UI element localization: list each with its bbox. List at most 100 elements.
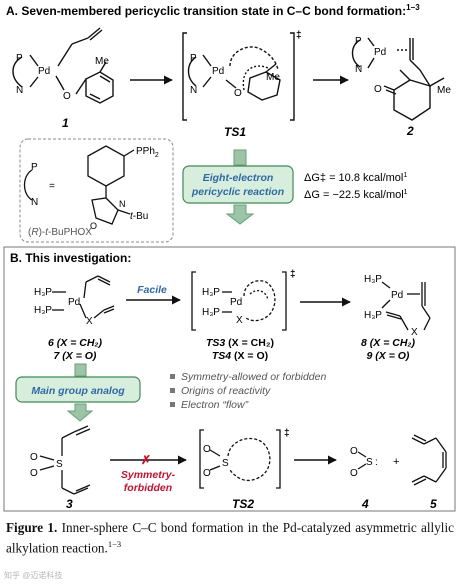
atom-o-4a: O <box>350 446 358 457</box>
ts1-atom-o: O <box>234 88 242 99</box>
c2-atom-p: P <box>355 36 362 47</box>
ts1-atom-pd: Pd <box>212 66 224 77</box>
atom-o-4b: O <box>350 468 358 479</box>
atom-pd-6: Pd <box>68 297 80 308</box>
h3p-bottom-8: H₃P <box>364 310 382 321</box>
h3p-bottom-6: H₃P <box>34 305 52 316</box>
ts2-structure <box>199 429 281 489</box>
watermark: 知乎 @迈诺科技 <box>4 571 63 580</box>
ligand-structure <box>23 145 135 225</box>
compound-6-label: 6 (X = CH₂) <box>48 337 102 349</box>
h3p-top-ts3: H₃P <box>202 287 220 298</box>
lone-pair-4-icon: : <box>375 457 378 468</box>
atom-x-8: X <box>411 327 418 338</box>
compound-3-label: 3 <box>66 497 73 511</box>
ligand-atom-p: P <box>31 162 38 173</box>
bullet-1: Symmetry-allowed or forbidden <box>181 371 326 383</box>
h3p-top-6: H₃P <box>34 287 52 298</box>
h3p-top-8: H₃P <box>364 274 382 285</box>
caption-prefix: Figure 1. <box>6 520 58 535</box>
compound-6-structure <box>52 275 115 319</box>
main-group-box <box>15 376 141 403</box>
compound-2-structure <box>351 37 445 121</box>
main-group-label: Main group analog <box>31 385 125 397</box>
atom-p: P <box>16 53 23 64</box>
c2-atom-me: Me <box>437 85 451 96</box>
double-dagger-ts2: ‡ <box>284 428 290 439</box>
caption-text: Inner-sphere C–C bond formation in the P… <box>6 520 454 556</box>
ts1-atom-n: N <box>190 85 197 96</box>
main-group-arrow-down <box>66 403 94 422</box>
atom-o-3a: O <box>30 452 38 463</box>
callout-arrow-down <box>225 204 255 225</box>
activation-energy: ΔG‡ = 10.8 kcal/mol1 <box>304 172 407 184</box>
ts2-label: TS2 <box>232 497 254 511</box>
ts1-structure <box>182 32 295 121</box>
ligand-pph2: PPh2 <box>136 146 159 159</box>
c2-atom-o: O <box>374 84 382 95</box>
bullet-3-icon <box>170 402 175 407</box>
atom-o-ts2a: O <box>203 444 211 455</box>
atom-pd-ts3: Pd <box>230 297 242 308</box>
bullet-2-icon <box>170 388 175 393</box>
ts4-label: TS4 (X = O) <box>212 350 268 362</box>
facile-label: Facile <box>137 284 167 296</box>
forbidden-line-2: forbidden <box>124 482 172 494</box>
c2-atom-pd: Pd <box>374 47 386 58</box>
reaction-energy: ΔG = −22.5 kcal/mol1 <box>304 189 408 201</box>
compound-9-label: 9 (X = O) <box>367 350 410 362</box>
compound-1-structure <box>12 27 114 104</box>
ts1-label: TS1 <box>224 125 246 139</box>
ligand-atom-n2: N <box>119 199 126 209</box>
atom-s-3: S <box>56 459 63 470</box>
forbidden-x-icon: ✗ <box>141 453 151 467</box>
ligand-name: (R)-t-BuPHOX <box>28 227 92 238</box>
bullet-2: Origins of reactivity <box>181 385 271 397</box>
callout-line-1: Eight-electron <box>203 172 274 184</box>
compound-4-label: 4 <box>361 497 369 511</box>
atom-pd: Pd <box>38 66 50 77</box>
atom-s-ts2: S <box>222 458 229 469</box>
panel-b-frame <box>3 246 456 512</box>
c2-atom-n: N <box>355 64 362 75</box>
bullet-3: Electron “flow” <box>181 399 249 411</box>
compound-1-label: 1 <box>62 116 69 130</box>
ts3-structure <box>191 271 287 331</box>
atom-pd-8: Pd <box>391 290 403 301</box>
ligand-equals: = <box>49 181 55 192</box>
plus-sign: + <box>393 456 399 468</box>
ligand-atom-n: N <box>31 197 38 208</box>
forbidden-line-1: Symmetry- <box>121 469 176 481</box>
compound-8-structure <box>381 281 431 331</box>
atom-x-ts3: X <box>236 315 243 326</box>
callout-arrow-top <box>233 149 247 166</box>
double-dagger-ts3: ‡ <box>290 269 296 280</box>
ts1-atom-p: P <box>190 53 197 64</box>
ts3-label: TS3 (X = CH₂) <box>206 337 274 349</box>
figure-caption: Figure 1. Inner-sphere C–C bond formatio… <box>6 519 454 556</box>
panel-a-title: A. Seven-membered pericyclic transition … <box>6 3 420 18</box>
compound-5-structure <box>411 434 447 486</box>
atom-s-4: S <box>366 457 373 468</box>
bullet-1-icon <box>170 374 175 379</box>
compound-7-label: 7 (X = O) <box>54 350 97 362</box>
compound-5-label: 5 <box>430 497 437 511</box>
panel-b-title: B. This investigation: <box>10 251 131 265</box>
main-group-arrow-top <box>74 363 87 377</box>
panel-a: A. Seven-membered pericyclic transition … <box>6 3 451 243</box>
ts1-atom-me: Me <box>266 72 280 83</box>
atom-n: N <box>16 85 23 96</box>
atom-o-3b: O <box>30 468 38 479</box>
double-dagger-ts1: ‡ <box>296 30 302 41</box>
atom-o-ts2b: O <box>203 468 211 479</box>
ligand-box <box>19 138 174 243</box>
compound-8-label: 8 (X = CH₂) <box>361 337 415 349</box>
ligand-atom-o: O <box>90 221 97 231</box>
atom-x-6: X <box>86 316 93 327</box>
callout-box <box>182 165 294 204</box>
panel-b: B. This investigation: H₃P H₃P Pd X 6 (X… <box>3 246 456 512</box>
compound-3-structure <box>39 425 91 495</box>
callout-line-2: pericyclic reaction <box>191 186 284 198</box>
compound-4-structure <box>357 451 367 470</box>
